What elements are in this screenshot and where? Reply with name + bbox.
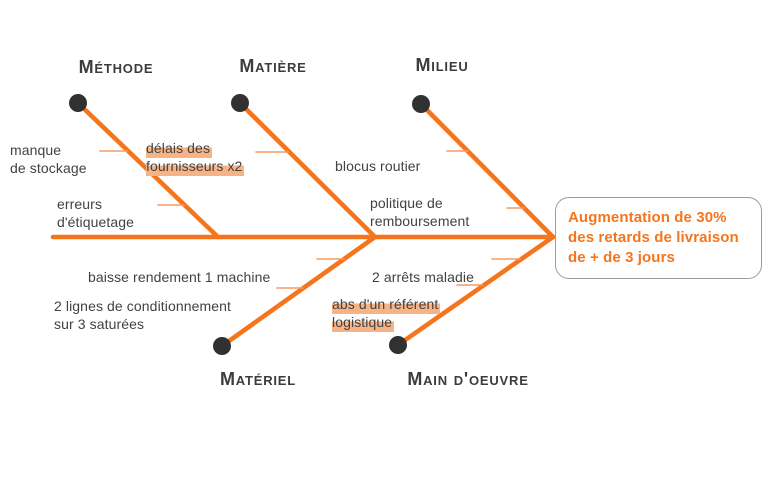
cause-label-2-arrets-maladie: 2 arrêts maladie: [372, 250, 474, 286]
category-label-methode: Méthode: [78, 57, 154, 77]
branch-line-materiel: [219, 234, 378, 349]
cause-label-baisse-rendement: baisse rendement 1 machine: [88, 250, 270, 286]
node-dot-main-doeuvre: [389, 336, 407, 354]
cause-label-erreurs-etiquetage: erreurs d'étiquetage: [57, 177, 134, 231]
node-dot-milieu: [412, 95, 430, 113]
branch-line-milieu: [418, 101, 556, 240]
cause-text: 2 lignes de conditionnement sur 3 saturé…: [54, 298, 232, 332]
effect-box: Augmentation de 30% des retards de livra…: [555, 197, 762, 279]
cause-text: blocus routier: [335, 158, 421, 174]
cause-text: 2 arrêts maladie: [372, 269, 474, 285]
cause-text-highlighted: délais des fournisseurs x2: [146, 140, 245, 176]
cause-label-blocus-routier: blocus routier: [335, 139, 420, 175]
category-label-milieu: Milieu: [415, 55, 469, 75]
category-label-matiere: Matière: [239, 56, 307, 76]
cause-label-manque-stockage: manque de stockage: [10, 123, 87, 177]
cause-label-abs-referent-logistique: abs d'un référent logistique: [332, 277, 441, 332]
branch-line-main-doeuvre: [395, 234, 556, 348]
cause-text: manque de stockage: [10, 142, 87, 176]
cause-text: politique de remboursement: [370, 195, 470, 229]
node-dot-materiel: [213, 337, 231, 355]
node-dot-matiere: [231, 94, 249, 112]
cause-label-2-lignes-conditionnement: 2 lignes de conditionnement sur 3 saturé…: [54, 279, 231, 333]
node-dot-methode: [69, 94, 87, 112]
branch-line-matiere: [237, 100, 378, 240]
cause-text-highlighted: abs d'un référent logistique: [332, 296, 441, 332]
cause-text: erreurs d'étiquetage: [57, 196, 135, 230]
category-label-main-doeuvre: Main d'oeuvre: [407, 369, 529, 389]
cause-text: baisse rendement 1 machine: [88, 269, 271, 285]
cause-label-politique-remboursement: politique de remboursement: [370, 176, 469, 230]
cause-label-delais-fournisseurs: délais des fournisseurs x2: [146, 121, 245, 176]
effect-label: Augmentation de 30% des retards de livra…: [568, 209, 739, 266]
category-label-materiel: Matériel: [219, 369, 297, 389]
